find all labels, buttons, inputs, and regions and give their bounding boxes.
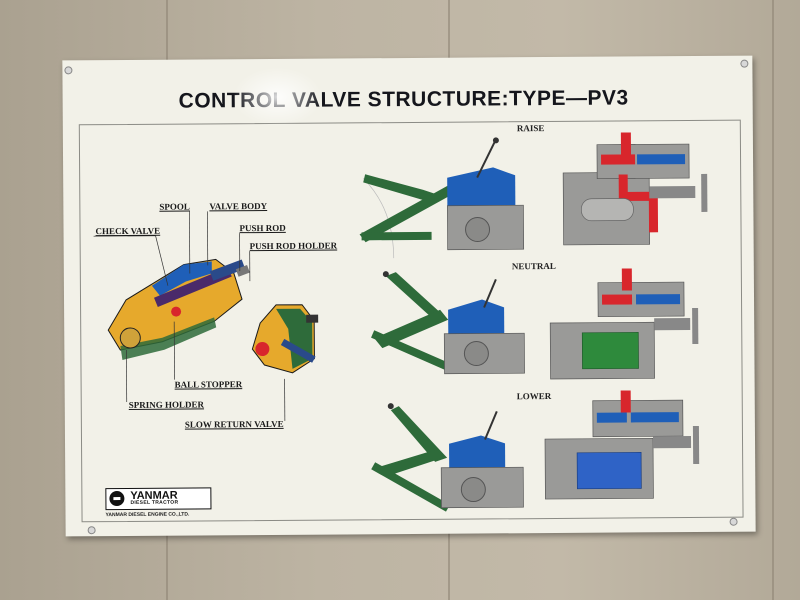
poster: CONTROL VALVE STRUCTURE:TYPE—PV3 — [62, 55, 756, 537]
slow-return-valve-illustration — [251, 304, 319, 374]
yanmar-mark-icon — [109, 490, 125, 507]
label-slow-return-valve: SLOW RETURN VALVE — [184, 418, 284, 430]
neutral-valve-section — [549, 268, 699, 380]
neutral-linkage-diagram — [371, 271, 525, 375]
label-spool: SPOOL — [159, 201, 190, 212]
wall-seam — [772, 0, 774, 600]
yanmar-logo: YANMAR DIESEL TRACTOR — [105, 487, 212, 511]
state-raise: RAISE — [516, 123, 545, 134]
label-check-valve: CHECK VALVE — [95, 225, 161, 237]
raise-valve-section — [562, 132, 708, 246]
label-ball-stopper: BALL STOPPER — [174, 379, 243, 390]
diagram-illustrations — [93, 132, 708, 512]
state-neutral: NEUTRAL — [511, 260, 556, 272]
state-lower: LOWER — [516, 391, 552, 402]
lower-linkage-diagram — [371, 403, 524, 512]
leader-lines — [93, 211, 286, 421]
raise-linkage-diagram — [359, 137, 525, 259]
label-valve-body: VALVE BODY — [209, 200, 268, 212]
label-push-rod: PUSH ROD — [239, 222, 286, 234]
label-push-rod-holder: PUSH ROD HOLDER — [249, 240, 338, 252]
valve-cutaway-illustration — [107, 258, 250, 361]
lower-valve-section — [544, 390, 700, 500]
company-name: YANMAR DIESEL ENGINE CO.,LTD. — [105, 511, 190, 519]
logo-subtitle: DIESEL TRACTOR — [130, 499, 179, 506]
label-spring-holder: SPRING HOLDER — [128, 399, 205, 410]
